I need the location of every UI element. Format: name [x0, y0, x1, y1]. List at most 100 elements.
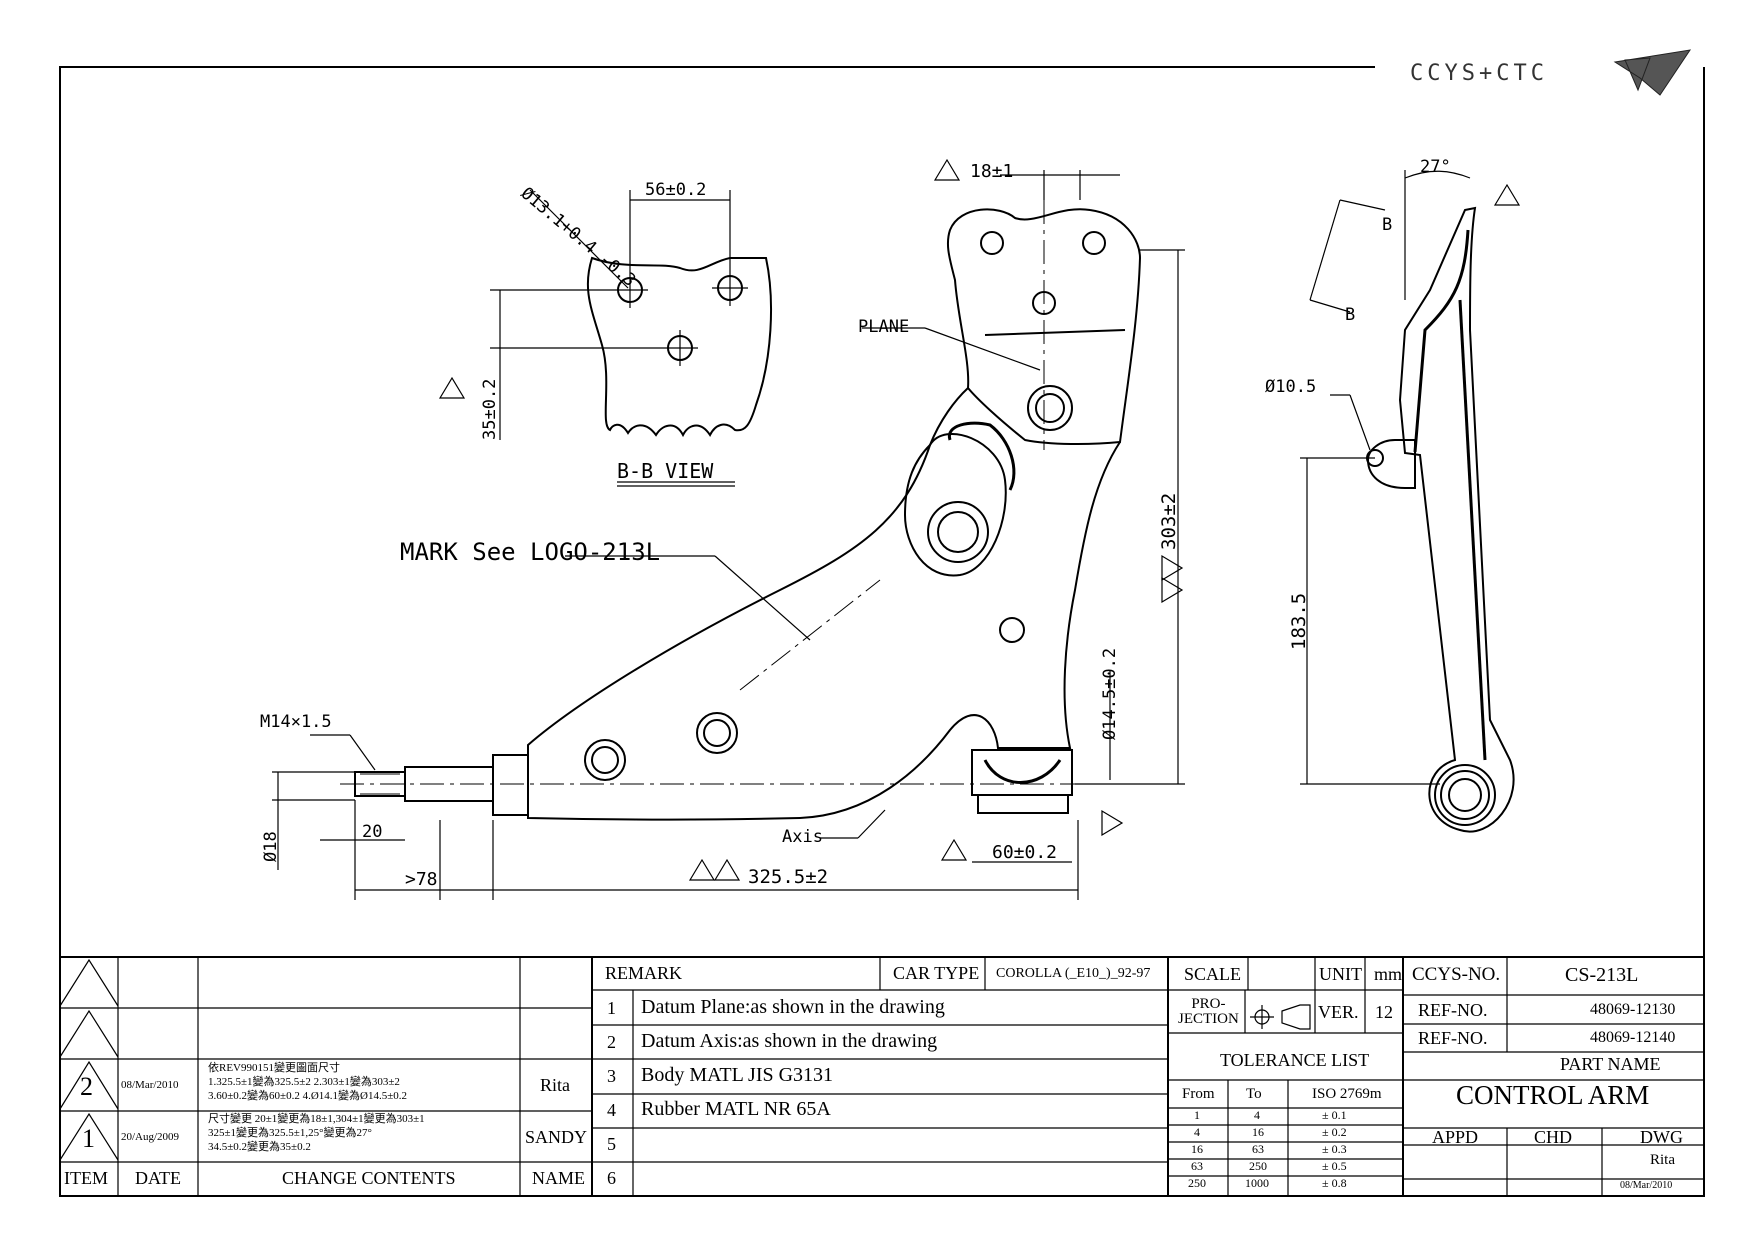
part-name-label: PART NAME [1560, 1054, 1661, 1074]
logo-text: CCYS+CTC [1410, 61, 1548, 86]
scale-label: SCALE [1184, 964, 1242, 984]
datum-triangle-icon [438, 376, 466, 399]
remark-no-5: 5 [607, 1134, 616, 1154]
tol-val-5: ± 0.8 [1322, 1176, 1347, 1190]
main-view: 18±1 PLANE 303±2 Ø14.5±0.2 MARK See LOGO… [260, 158, 1185, 900]
tol-val-2: ± 0.2 [1322, 1125, 1347, 1139]
bush-width-dim: 60±0.2 [992, 842, 1057, 863]
part-name-value: CONTROL ARM [1456, 1080, 1650, 1110]
datum-triangle-icon [1161, 554, 1184, 582]
rev-header-item: ITEM [64, 1168, 108, 1188]
datum-triangle-icon [940, 838, 968, 861]
ver-value: 12 [1375, 1002, 1393, 1022]
rev-item-1: 1 [82, 1124, 95, 1153]
angle-dim: 27° [1420, 157, 1451, 177]
remark-text-3: Body MATL JIS G3131 [641, 1064, 834, 1086]
axis-label: Axis [782, 827, 823, 847]
datum-triangle-icon [1493, 183, 1521, 206]
tol-from-4: 63 [1191, 1159, 1203, 1173]
tol-from-2: 4 [1194, 1125, 1200, 1139]
thread-dim: M14×1.5 [260, 712, 332, 732]
projection-symbol-icon [1250, 1004, 1311, 1030]
remark-no-2: 2 [607, 1032, 616, 1052]
datum-triangle-icon [713, 858, 741, 881]
top-width-dim: 18±1 [970, 161, 1013, 182]
rev-name-2: Rita [540, 1075, 570, 1095]
remark-no-4: 4 [607, 1100, 616, 1120]
ref-no-value-1: 48069-12130 [1590, 1001, 1676, 1018]
remark-no-6: 6 [607, 1168, 616, 1188]
tol-to-2: 16 [1252, 1125, 1264, 1139]
dwg-name: Rita [1650, 1152, 1675, 1168]
rev-date-2: 08/Mar/2010 [121, 1079, 179, 1091]
bb-height-dim: 35±0.2 [480, 379, 500, 440]
projection-label: PRO-JECTION [1178, 996, 1239, 1027]
bb-width-dim: 56±0.2 [645, 180, 706, 200]
rev-header-date: DATE [135, 1168, 181, 1188]
overall-length-dim: 325.5±2 [748, 866, 828, 888]
rev-contents-1b: 325±1變更為325.5±1,25°變更為27° [208, 1127, 372, 1139]
datum-triangle-icon [1101, 809, 1124, 837]
bb-view-label: B-B VIEW [617, 459, 714, 483]
tol-to-3: 63 [1252, 1142, 1264, 1156]
ccys-no-value: CS-213L [1565, 964, 1639, 986]
unit-value: mm [1374, 964, 1403, 984]
remark-text-4: Rubber MATL NR 65A [641, 1098, 831, 1120]
tolerance-title: TOLERANCE LIST [1220, 1050, 1370, 1070]
appd-label: APPD [1432, 1127, 1479, 1147]
remark-no-3: 3 [607, 1066, 616, 1086]
unit-label: UNIT [1319, 964, 1362, 984]
rev-header-name: NAME [532, 1168, 585, 1188]
tol-val-3: ± 0.3 [1322, 1142, 1347, 1156]
tol-header-to: To [1246, 1086, 1262, 1102]
tol-val-1: ± 0.1 [1322, 1108, 1347, 1122]
car-type-label: CAR TYPE [893, 963, 980, 983]
drawing-border [59, 66, 1705, 1197]
car-type-value: COROLLA (_E10_)_92-97 [996, 966, 1151, 981]
company-logo: CCYS+CTC [1410, 49, 1692, 96]
dwg-label: DWG [1640, 1127, 1683, 1147]
title-block: 2 08/Mar/2010 依REV990151變更圖面尺寸 1.325.5±1… [60, 957, 1704, 1196]
ref-no-label-2: REF-NO. [1418, 1028, 1488, 1048]
rev-header-contents: CHANGE CONTENTS [282, 1168, 456, 1188]
tol-val-4: ± 0.5 [1322, 1159, 1347, 1173]
remark-no-1: 1 [607, 998, 616, 1018]
chd-label: CHD [1534, 1127, 1573, 1147]
ref-no-label-1: REF-NO. [1418, 1000, 1488, 1020]
tol-header-std: ISO 2769m [1312, 1086, 1382, 1102]
tol-to-5: 1000 [1245, 1176, 1269, 1190]
bush-dia-dim: Ø14.5±0.2 [1100, 648, 1120, 740]
ear-dia-dim: Ø10.5 [1265, 377, 1316, 397]
rev-name-1: SANDY [525, 1127, 588, 1147]
side-height-dim: 183.5 [1288, 593, 1310, 650]
datum-triangle-icon [1161, 576, 1184, 604]
tol-to-1: 4 [1254, 1108, 1260, 1122]
side-view: 27° Ø10.5 183.5 B B [1265, 157, 1521, 833]
rev-contents-2c: 3.60±0.2變為60±0.2 4.Ø14.1變為Ø14.5±0.2 [208, 1090, 407, 1102]
title-block-grid [59, 956, 1704, 1196]
bb-view: Ø13.1+0.4 -0.3 56±0.2 35±0.2 B-B VIEW [438, 180, 773, 487]
rev-date-1: 20/Aug/2009 [121, 1131, 180, 1143]
tol-to-4: 250 [1249, 1159, 1267, 1173]
overall-height-dim: 303±2 [1158, 493, 1180, 550]
remark-text-1: Datum Plane:as shown in the drawing [641, 996, 945, 1018]
tol-header-from: From [1182, 1086, 1215, 1102]
rev-contents-2a: 依REV990151變更圖面尺寸 [208, 1062, 340, 1074]
datum-triangle-icon [933, 158, 961, 181]
ccys-no-label: CCYS-NO. [1412, 964, 1501, 985]
dwg-date: 08/Mar/2010 [1620, 1180, 1673, 1191]
section-label-bottom: B [1345, 305, 1355, 325]
datum-triangle-icon [688, 858, 716, 881]
ver-label: VER. [1318, 1002, 1359, 1022]
rev-contents-1c: 34.5±0.2變更為35±0.2 [208, 1141, 311, 1153]
ref-no-value-2: 48069-12140 [1590, 1029, 1676, 1046]
tol-from-3: 16 [1191, 1142, 1203, 1156]
logo-wing-icon [1613, 49, 1692, 96]
stud-dia-dim: Ø18 [261, 831, 281, 862]
remark-text-2: Datum Axis:as shown in the drawing [641, 1030, 938, 1052]
rev-contents-1a: 尺寸變更 20±1變更為18±1,304±1變更為303±1 [208, 1113, 425, 1125]
remark-header: REMARK [605, 963, 683, 983]
thread-len-dim: 20 [362, 822, 382, 842]
tol-from-1: 1 [1194, 1108, 1200, 1122]
rev-item-2: 2 [80, 1072, 93, 1101]
